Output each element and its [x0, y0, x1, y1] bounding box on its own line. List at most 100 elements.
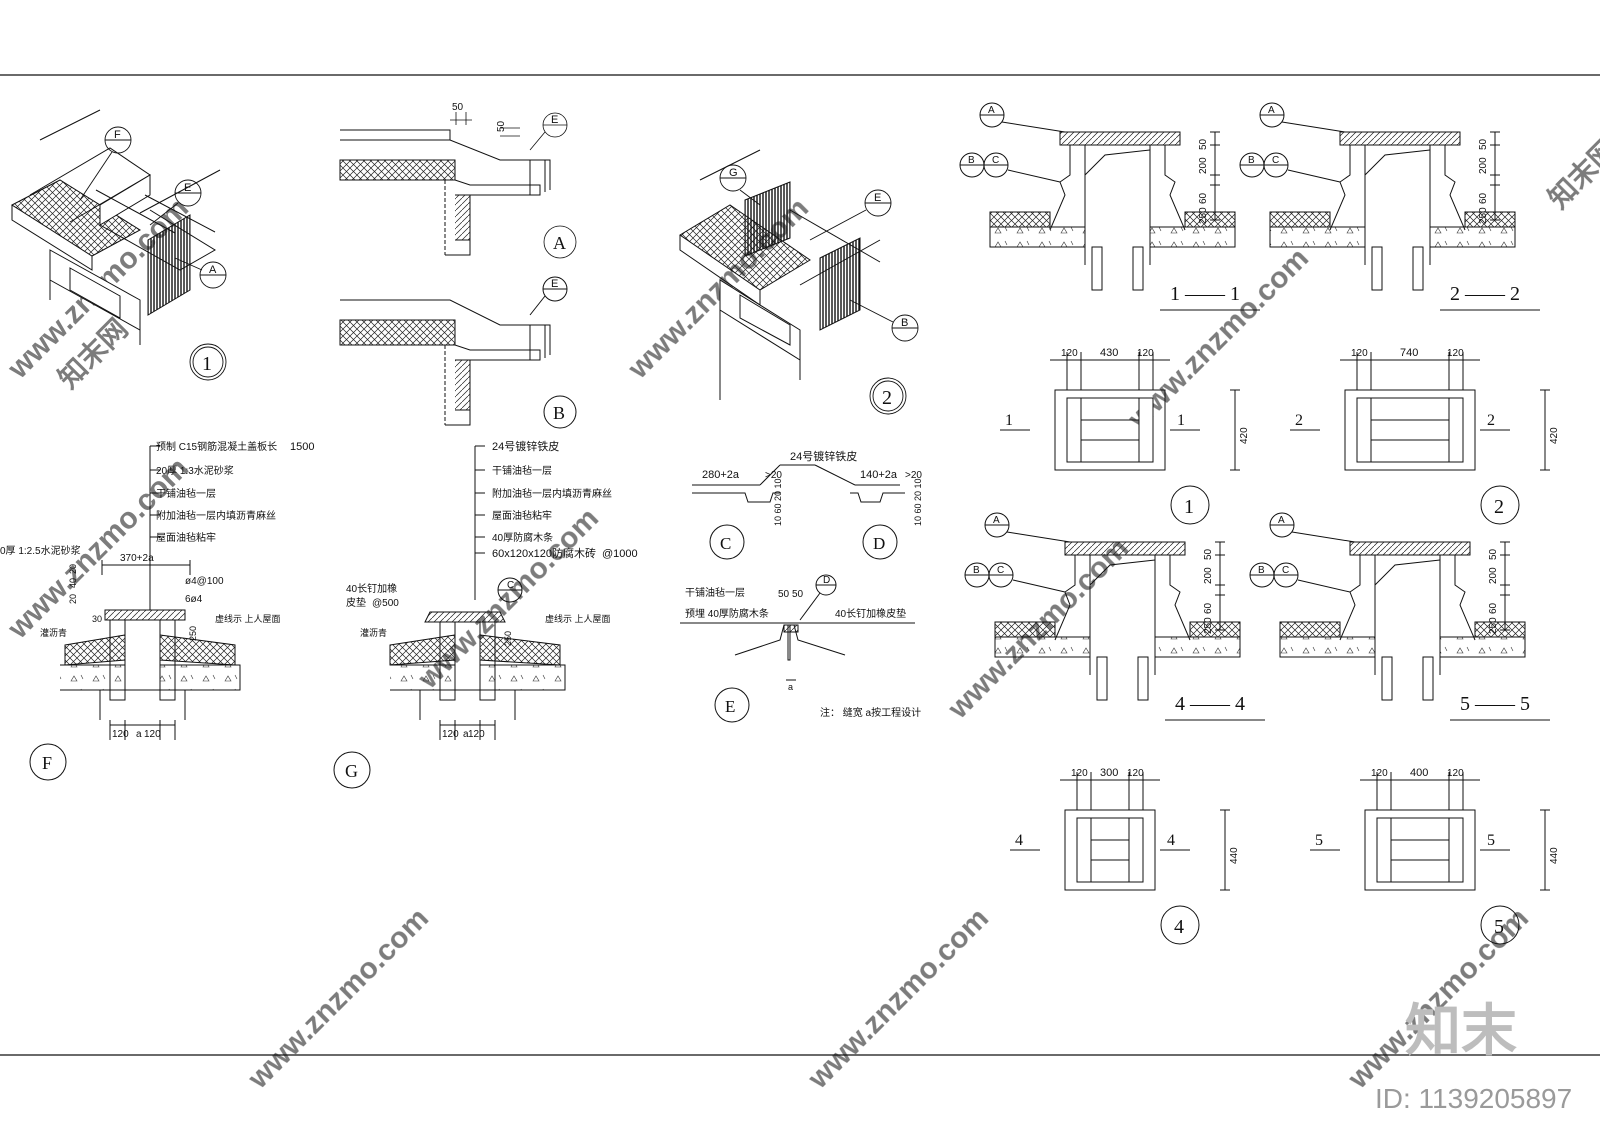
detail-C-D-E	[680, 464, 915, 723]
dim-value: 250	[1203, 617, 1214, 634]
roof-label: 虚线示 上人屋面	[545, 613, 611, 624]
cut-label: 1	[1005, 412, 1013, 429]
dim-value: 50	[1478, 138, 1489, 150]
detail-label: F	[42, 753, 52, 773]
dim-value: 740	[1400, 347, 1418, 359]
dim-value: 50	[778, 589, 790, 600]
dim-value: 50	[1198, 138, 1209, 150]
dim-value: 120	[1061, 348, 1078, 359]
dim-value: a	[136, 729, 142, 740]
note-line: 40厚防腐木条	[492, 531, 553, 544]
tag-letter: B	[968, 155, 975, 166]
dim-value: 440	[1229, 847, 1240, 864]
dim-value: 30	[92, 614, 102, 624]
tag-letter: B	[1248, 155, 1255, 166]
note-line: 预制 C15钢筋混凝土盖板长	[156, 440, 277, 453]
dim-value: 440	[1549, 847, 1560, 864]
detail-label: E	[725, 697, 735, 716]
dim-value: 50	[1488, 548, 1499, 560]
section-title: 4 —— 4	[1175, 693, 1245, 715]
detail-A-dims	[450, 112, 577, 259]
note-line: 预埋 40厚防腐木条	[685, 607, 769, 620]
tag-letter: B	[901, 317, 908, 329]
cut-label: 5	[1487, 832, 1495, 849]
dim-value: 420	[1239, 427, 1250, 444]
tag-letter: B	[1258, 565, 1265, 576]
dim-value: 120	[1351, 348, 1368, 359]
dim-value: 50	[792, 589, 804, 600]
dim-value: a	[463, 729, 469, 740]
dim-value: 200	[1488, 567, 1499, 584]
dim-value: 280+2a	[702, 469, 740, 481]
rebar-label: 6ø4	[185, 594, 203, 605]
dim-value: 120	[1371, 768, 1388, 779]
detail-1-tags	[79, 126, 227, 381]
dim-value: 60	[1198, 192, 1209, 204]
plan-label: 4	[1174, 916, 1184, 938]
dim-value: 50	[1203, 548, 1214, 560]
dim-value: 250	[1488, 617, 1499, 634]
detail-A-section	[339, 129, 551, 256]
tag-letter: C	[1282, 565, 1289, 576]
tag-letter: D	[823, 575, 830, 586]
dim-value: 120	[468, 729, 485, 740]
plan-label: 1	[1184, 496, 1194, 518]
watermark-brand-large: 知末	[1405, 999, 1517, 1062]
cut-label: 4	[1167, 832, 1175, 849]
dim-value: 250	[503, 631, 513, 646]
dim-value: 20	[68, 594, 78, 604]
plan-label: 5	[1494, 916, 1504, 938]
detail-label: D	[873, 534, 885, 553]
note-line: 40长钉加橡皮垫	[835, 607, 906, 620]
section-title: 1 —— 1	[1170, 283, 1240, 305]
dim-value: 120	[112, 729, 129, 740]
detail-G-section	[333, 445, 566, 789]
dim-value: 200	[1198, 157, 1209, 174]
dim-value: >20	[765, 470, 782, 481]
dim-value: 120	[1071, 768, 1088, 779]
rebar-label: ø4@100	[185, 576, 224, 587]
dim-value: 300	[1100, 767, 1118, 779]
detail-B-section	[339, 276, 577, 429]
tag-letter: E	[184, 182, 191, 194]
detail-label: C	[720, 534, 731, 553]
section-title: 5 —— 5	[1460, 693, 1530, 715]
note-line: 0厚 1:2.5水泥砂浆	[0, 544, 81, 557]
tag-letter: C	[992, 155, 999, 166]
dim-value: 60	[1478, 192, 1489, 204]
dim-value: 120	[1137, 348, 1154, 359]
tag-letter: B	[973, 565, 980, 576]
note-line: 干铺油毡一层	[685, 586, 745, 599]
note-line: 干铺油毡一层	[156, 487, 216, 500]
note-line: 皮垫	[346, 596, 366, 609]
tag-letter: A	[209, 264, 217, 276]
tag-letter: G	[729, 167, 738, 179]
dim-value: 250	[1198, 207, 1209, 224]
tag-letter: E	[874, 192, 881, 204]
dim-value: 140+2a	[860, 469, 898, 481]
cut-label: 2	[1295, 412, 1303, 429]
seal-label: 灌沥青	[360, 627, 387, 638]
plan-label: 2	[1494, 496, 1504, 518]
tag-letter: A	[1278, 515, 1285, 526]
tag-letter: E	[551, 114, 558, 126]
dim-value: 50	[496, 120, 507, 132]
dim-value: 200	[1478, 157, 1489, 174]
tag-letter: A	[993, 515, 1000, 526]
tag-letter: A	[988, 105, 995, 116]
watermark-text: www.znzmo.com	[241, 902, 435, 1096]
note-line: 附加油毡一层内填沥青麻丝	[492, 487, 612, 500]
section-1-1: A B C 50 200 60 250 1 —— 1	[959, 102, 1260, 311]
dim-value: 10 60 20 10	[913, 478, 923, 526]
detail-label: A	[553, 233, 566, 253]
dim-value: 60	[1203, 602, 1214, 614]
dim-value: 430	[1100, 347, 1118, 359]
dim-value: 120	[1447, 348, 1464, 359]
note-line: 24号镀锌铁皮	[790, 449, 857, 463]
